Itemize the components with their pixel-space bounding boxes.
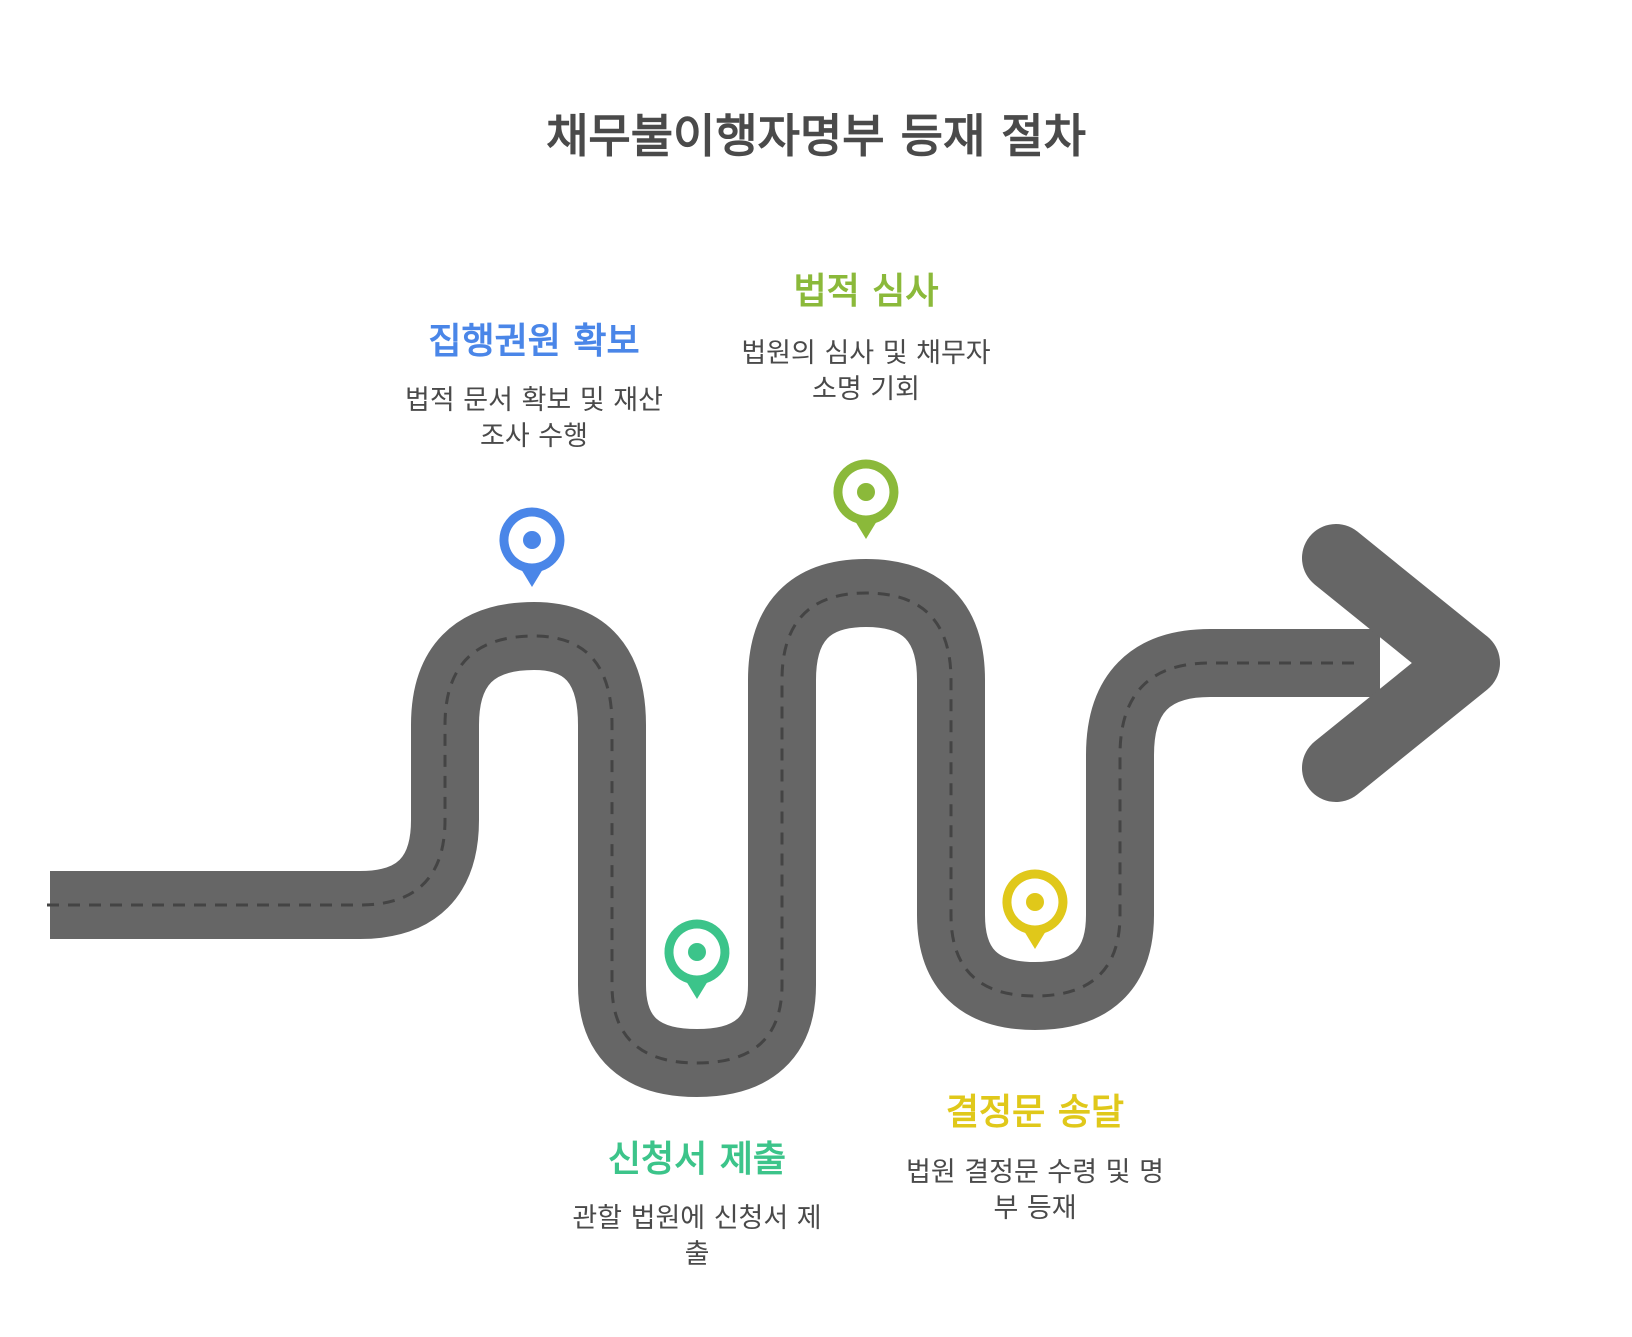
step-title-submit-application: 신청서 제출 bbox=[607, 1139, 787, 1180]
road-center-line bbox=[47, 591, 1360, 1065]
step-desc-submit-application: 관할 법원에 신청서 제 출 bbox=[527, 1201, 867, 1273]
step-desc-line: 법원의 심사 및 채무자 bbox=[741, 338, 991, 369]
step-desc-line: 법적 문서 확보 및 재산 bbox=[405, 385, 663, 416]
step-title-secure-title: 집행권원 확보 bbox=[428, 321, 640, 362]
location-pin-icon bbox=[499, 507, 565, 587]
step-desc-line: 소명 기회 bbox=[812, 374, 920, 405]
step-title-legal-review: 법적 심사 bbox=[793, 271, 939, 312]
step-desc-line: 부 등재 bbox=[993, 1193, 1077, 1224]
step-desc-secure-title: 법적 문서 확보 및 재산 조사 수행 bbox=[364, 383, 704, 455]
road-body bbox=[50, 524, 1500, 1097]
location-pin-icon bbox=[833, 459, 899, 539]
step-desc-line: 조사 수행 bbox=[480, 421, 588, 452]
step-desc-line: 관할 법원에 신청서 제 bbox=[572, 1203, 822, 1234]
location-pin-icon bbox=[1002, 869, 1068, 949]
step-desc-decision-delivery: 법원 결정문 수령 및 명 부 등재 bbox=[865, 1155, 1205, 1227]
step-desc-line: 법원 결정문 수령 및 명 bbox=[906, 1157, 1164, 1188]
step-desc-line: 출 bbox=[684, 1239, 710, 1270]
step-title-decision-delivery: 결정문 송달 bbox=[945, 1092, 1125, 1133]
location-pin-icon bbox=[664, 919, 730, 999]
step-desc-legal-review: 법원의 심사 및 채무자 소명 기회 bbox=[696, 336, 1036, 408]
diagram-title: 채무불이행자명부 등재 절차 bbox=[546, 109, 1086, 163]
